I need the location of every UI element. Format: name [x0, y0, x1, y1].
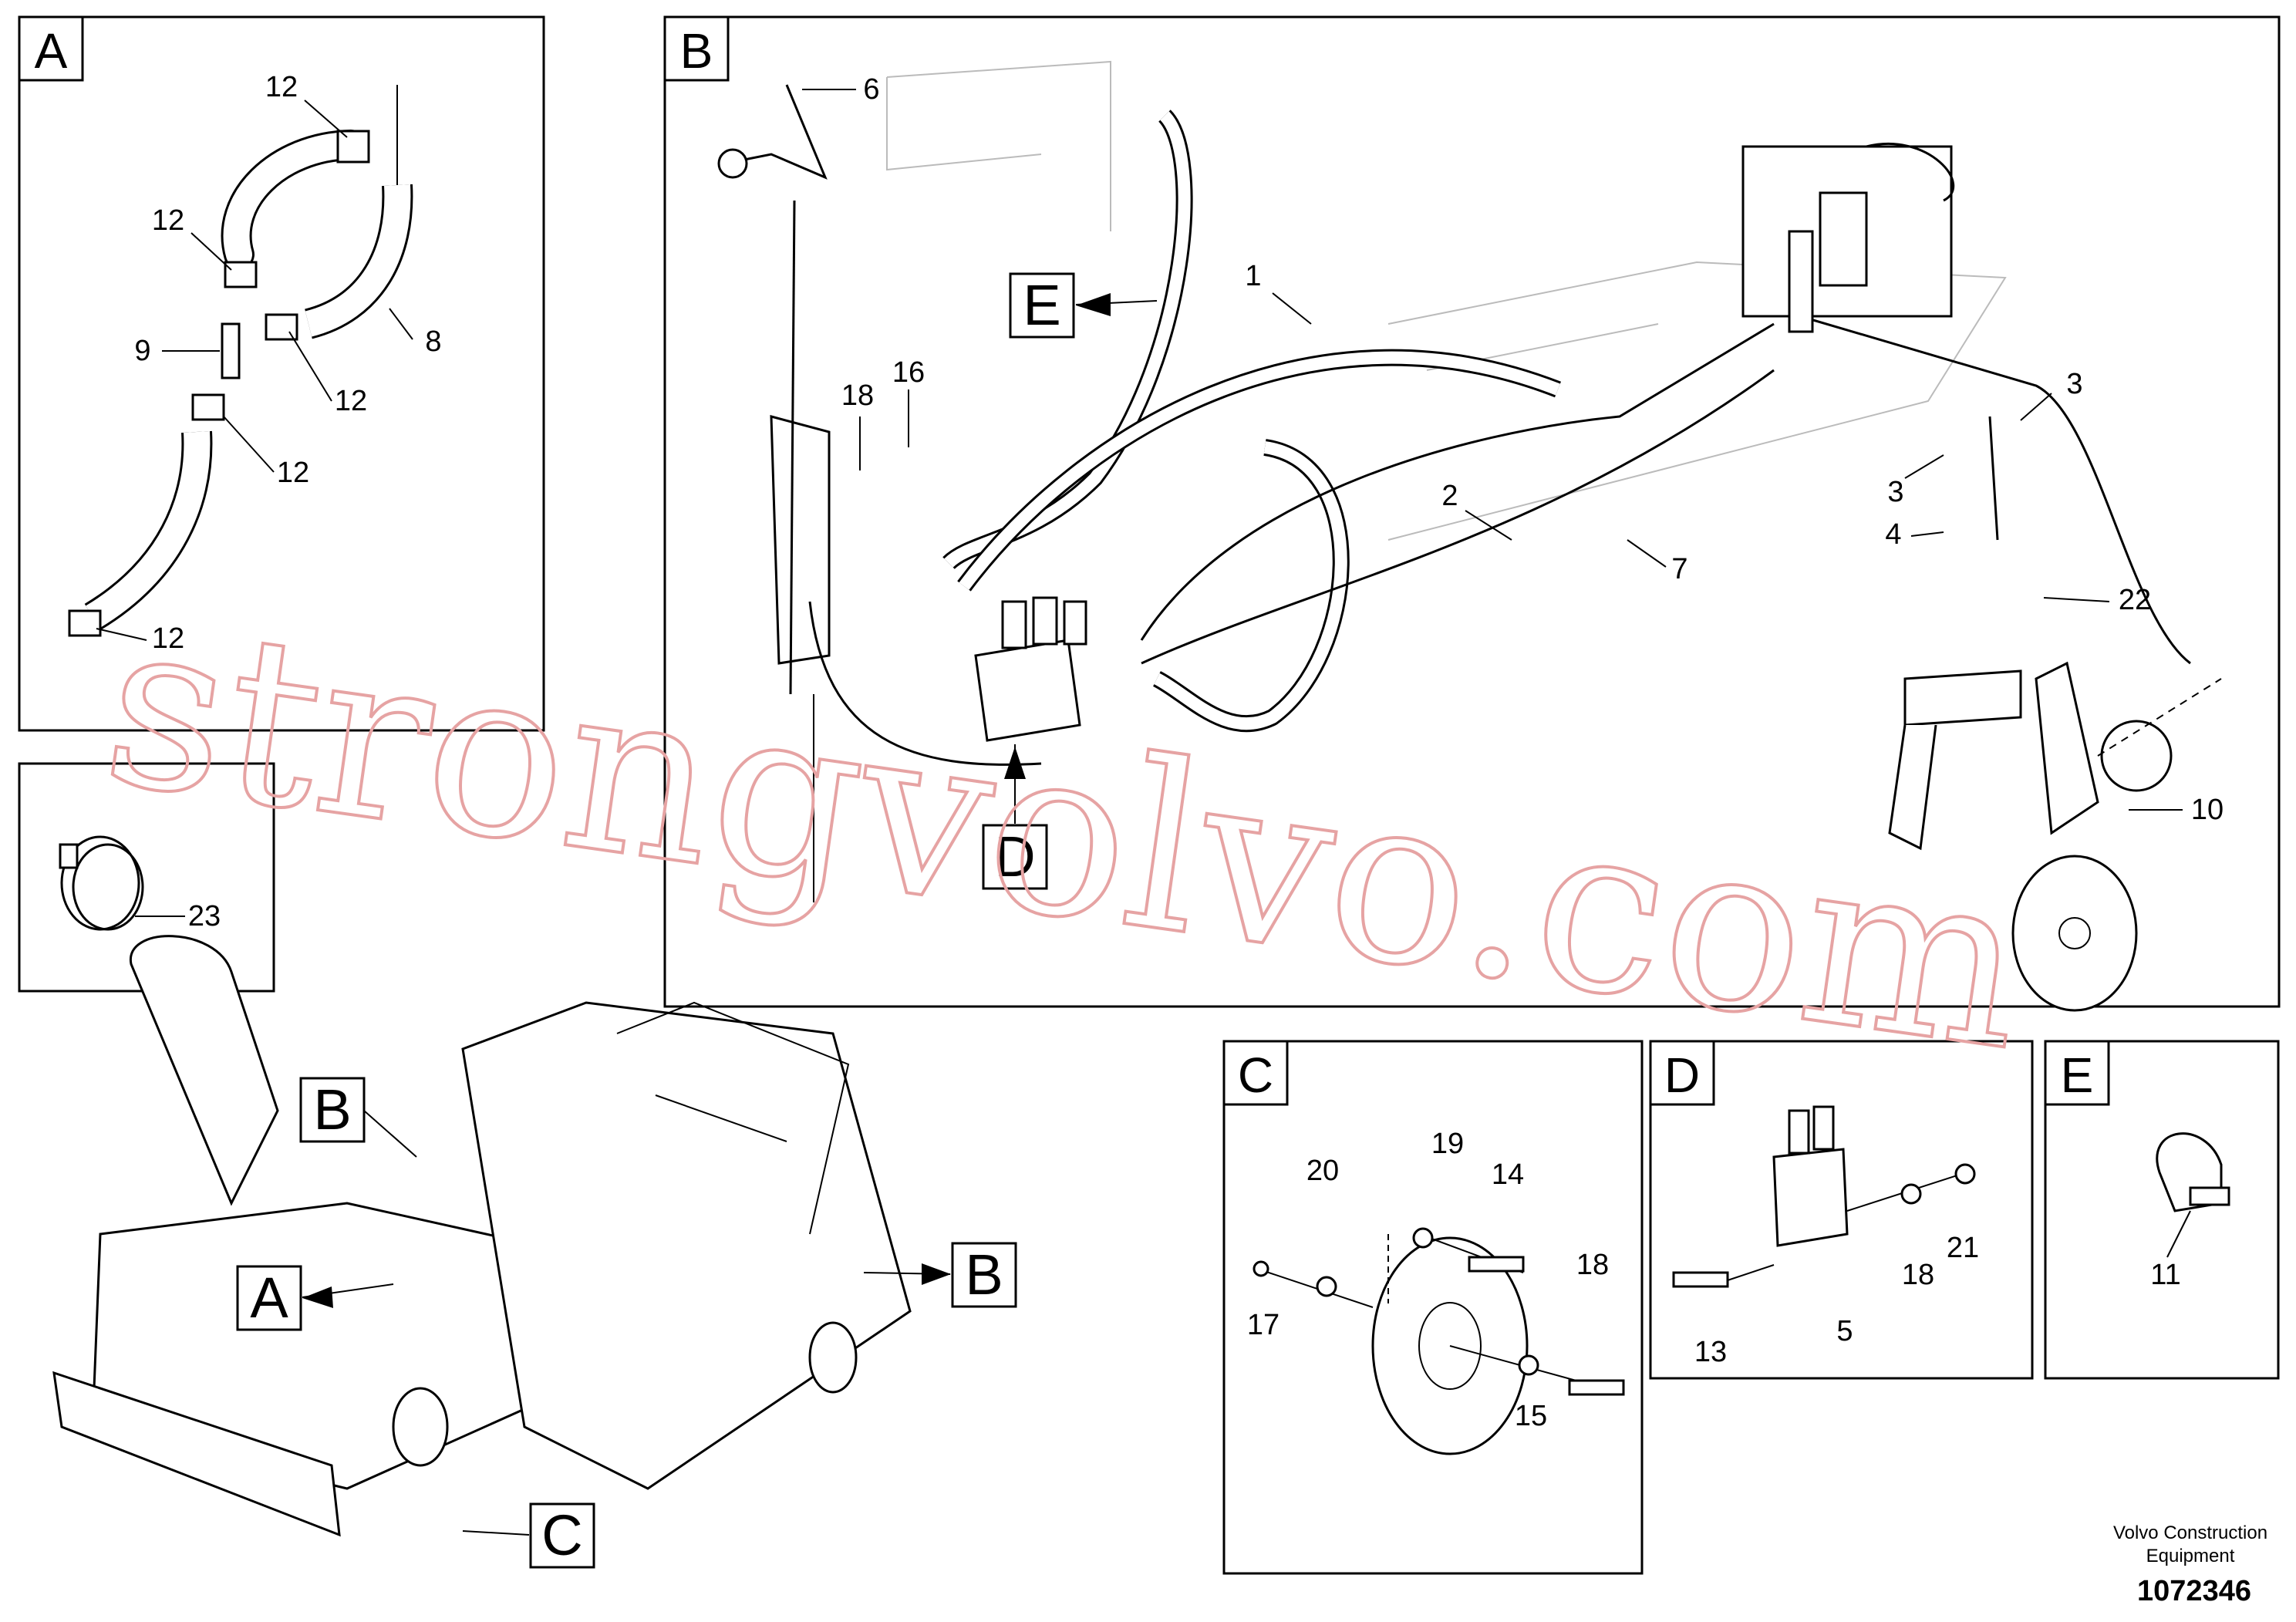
label-14: 14	[1492, 1158, 1524, 1191]
label-11: 11	[2150, 1259, 2180, 1291]
label-5: 5	[1836, 1315, 1853, 1347]
callout-c-letter: C	[541, 1503, 582, 1567]
brake-lever	[717, 84, 1042, 902]
label-23: 23	[188, 900, 221, 932]
label-4: 4	[1885, 518, 1901, 551]
label-13: 13	[1694, 1336, 1727, 1368]
label-16: 16	[892, 356, 925, 389]
label-18-d: 18	[1902, 1259, 1934, 1291]
label-8: 8	[425, 325, 441, 358]
label-3-left: 3	[1887, 476, 1903, 508]
panel-c: C 20 19 14 18 17 15	[1222, 1040, 1644, 1575]
callout-d-letter: D	[994, 824, 1035, 889]
label-3-right: 3	[2066, 368, 2082, 400]
callout-c: C	[462, 1502, 595, 1569]
label-9: 9	[134, 335, 150, 367]
label-12-lower: 12	[277, 457, 309, 489]
upper-valve-group	[1741, 142, 1955, 333]
panel-b: B	[663, 15, 2281, 1012]
footer: Volvo Construction Equipment 1072346	[2113, 1523, 2267, 1607]
panel-d: D 13 5 18 21	[1649, 1040, 2034, 1380]
label-15: 15	[1515, 1400, 1547, 1432]
panel-e-letter: E	[2061, 1047, 2094, 1103]
label-12-top: 12	[265, 71, 298, 103]
label-1: 1	[1245, 260, 1261, 292]
label-12-middle: 12	[335, 385, 367, 417]
drawing-number: 1072346	[2137, 1575, 2251, 1607]
hydraulic-hoses	[942, 110, 2191, 733]
panel-e: E 11	[2044, 1040, 2280, 1380]
callout-a-letter: A	[250, 1266, 288, 1330]
label-22: 22	[2119, 584, 2151, 616]
brand-line-2: Equipment	[2146, 1546, 2235, 1566]
label-19: 19	[1431, 1128, 1464, 1160]
callout-e: E	[1009, 272, 1158, 339]
label-18: 18	[841, 379, 874, 412]
machine-overview	[52, 935, 912, 1537]
panel-c-letter: C	[1238, 1047, 1273, 1103]
label-18-c: 18	[1576, 1249, 1609, 1281]
label-17: 17	[1247, 1309, 1279, 1341]
clamp-coil	[59, 835, 144, 931]
label-12-upper: 12	[152, 204, 184, 237]
label-21: 21	[1947, 1232, 1979, 1264]
callout-b-left: B	[299, 1077, 417, 1158]
label-12-bottom: 12	[152, 622, 184, 655]
label-2: 2	[1441, 480, 1458, 512]
callout-a: A	[236, 1265, 394, 1331]
label-6: 6	[863, 73, 879, 106]
panel-a: A 12 12 9 8 12 12 12	[18, 15, 545, 732]
label-20: 20	[1306, 1155, 1339, 1187]
brand-line-1: Volvo Construction	[2113, 1523, 2267, 1543]
label-7: 7	[1671, 553, 1687, 585]
callout-d: D	[982, 744, 1048, 890]
panel-a-letter: A	[35, 23, 68, 79]
callout-b-right-letter: B	[965, 1243, 1003, 1307]
panel-b-letter: B	[680, 23, 713, 79]
pedal-linkage	[1888, 661, 2222, 1012]
label-10: 10	[2191, 794, 2224, 826]
panel-d-letter: D	[1664, 1047, 1700, 1103]
callout-b-right: B	[863, 1242, 1017, 1308]
callout-e-letter: E	[1023, 273, 1060, 337]
callout-b-left-letter: B	[313, 1077, 351, 1141]
panel-hose-clamp: 23	[18, 762, 275, 993]
valve-manifold	[974, 596, 1087, 742]
hose-assembly-a	[68, 85, 413, 637]
